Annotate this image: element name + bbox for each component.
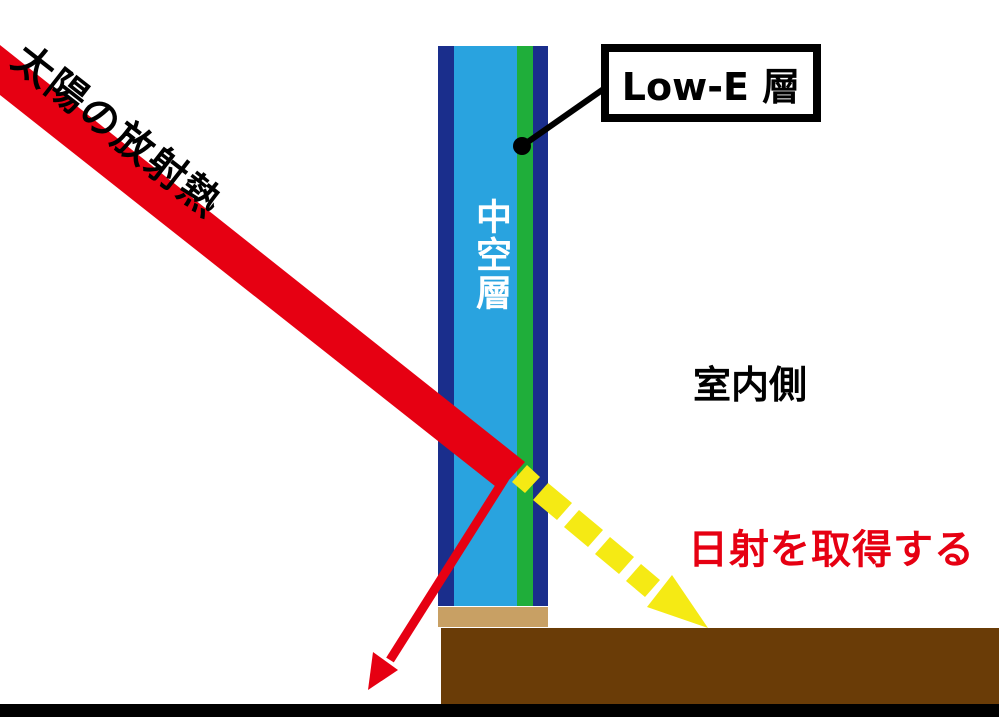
hollow-cavity	[454, 46, 517, 606]
reflected-ray-shaft	[386, 475, 509, 663]
acquire-solar-label: 日射を取得する	[688, 527, 975, 573]
low-e-coating	[517, 46, 533, 606]
transmitted-ray-arrowhead-icon	[647, 575, 708, 628]
inner-glass-pane	[533, 46, 548, 606]
low-e-label-box: Low-E 層	[601, 44, 821, 122]
floor	[441, 628, 999, 708]
transmitted-ray	[512, 465, 660, 597]
low-e-leader-line	[520, 85, 607, 149]
window-sill	[438, 607, 548, 627]
outer-glass-pane	[438, 46, 454, 606]
reflected-ray-arrowhead-icon	[368, 652, 398, 690]
bottom-border	[0, 704, 999, 717]
hollow-layer-label: 中空層	[470, 198, 511, 312]
low-e-leader-dot	[513, 137, 531, 155]
low-e-label: Low-E 層	[621, 64, 801, 109]
indoor-side-label: 室内側	[693, 363, 808, 407]
solar-heat-ray	[0, 45, 525, 490]
